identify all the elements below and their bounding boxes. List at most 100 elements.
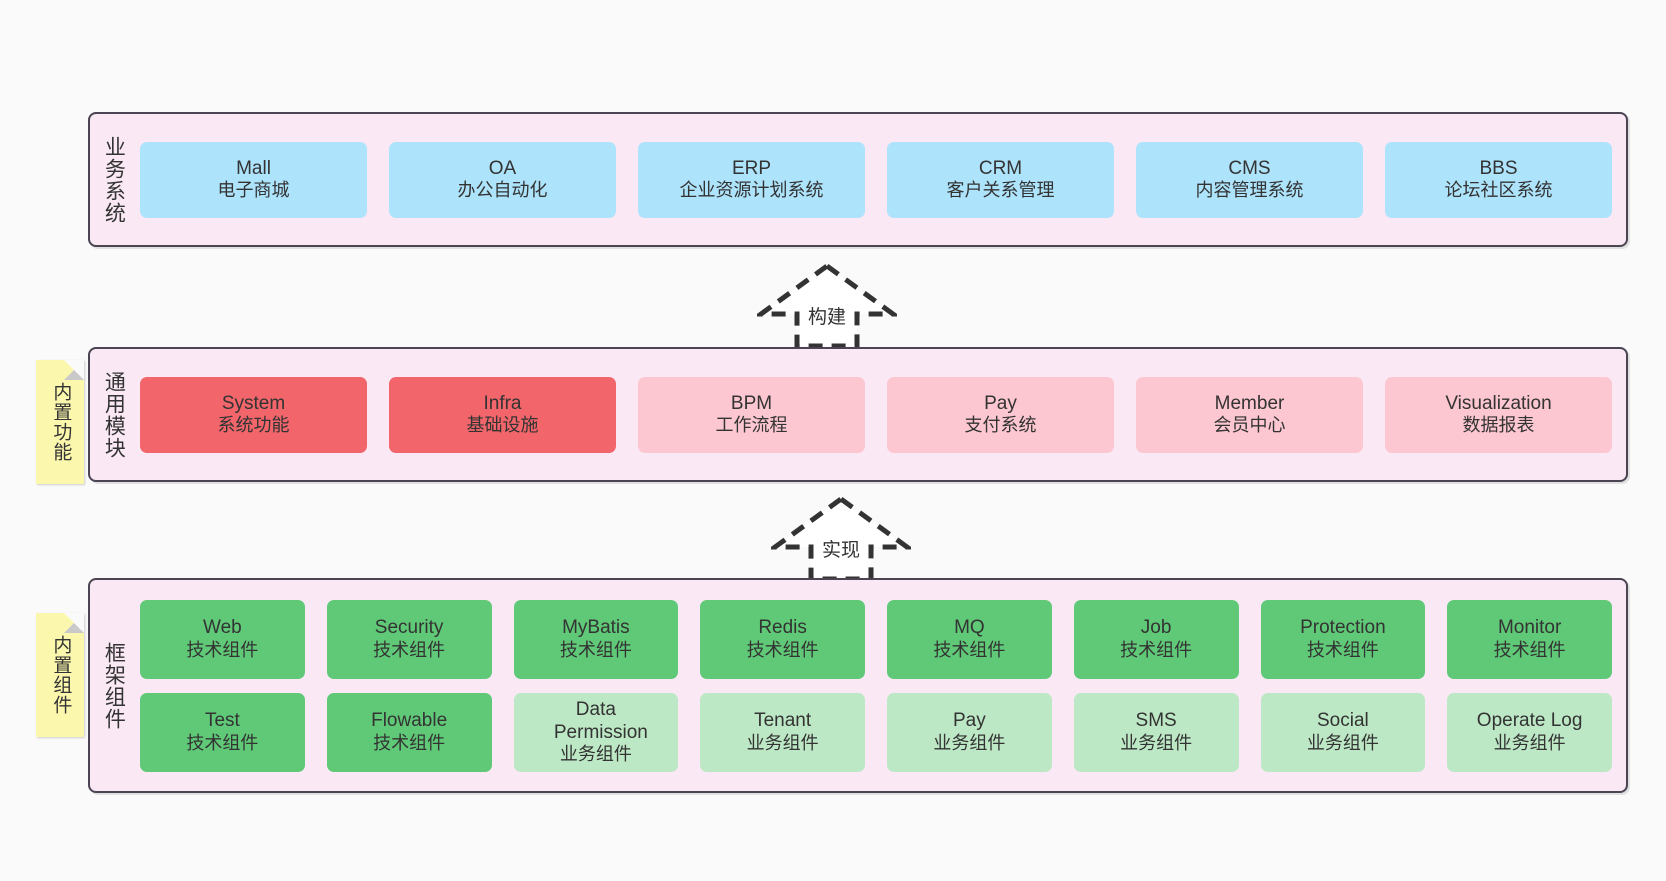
card-subtitle: 技术组件 [373, 732, 446, 753]
card-title: CRM [978, 157, 1023, 179]
card-title: Flowable [371, 710, 448, 732]
layer-business-system[interactable]: 业务系统 Mall 电子商城 OA 办公自动化 ERP 企业资源计划系统 CRM… [88, 112, 1628, 247]
card-title: Pay [984, 392, 1017, 414]
card-title: Protection [1300, 617, 1386, 639]
card-protection[interactable]: Protection 技术组件 [1260, 599, 1426, 679]
connector-build: 构建 [753, 262, 901, 349]
card-web[interactable]: Web 技术组件 [140, 599, 305, 679]
card-title: Redis [758, 617, 807, 639]
card-pay-module[interactable]: Pay 支付系统 [887, 376, 1114, 453]
card-flowable[interactable]: Flowable 技术组件 [326, 692, 492, 772]
card-bpm[interactable]: BPM 工作流程 [638, 376, 865, 453]
connector-implement-label: 实现 [821, 540, 861, 561]
card-title: CMS [1228, 157, 1271, 179]
card-subtitle: 技术组件 [186, 732, 259, 753]
card-subtitle: 业务组件 [559, 744, 632, 765]
card-subtitle: 基础设施 [466, 415, 539, 436]
card-mq[interactable]: MQ 技术组件 [887, 599, 1052, 679]
card-title: Monitor [1497, 617, 1562, 639]
card-subtitle: 客户关系管理 [946, 180, 1055, 201]
card-subtitle: 系统功能 [217, 415, 290, 436]
card-visualization[interactable]: Visualization 数据报表 [1385, 376, 1612, 453]
note-builtin-component-label: 内置组件 [50, 635, 72, 715]
card-system[interactable]: System 系统功能 [140, 376, 367, 453]
card-title: SMS [1135, 710, 1177, 732]
card-subtitle: 业务组件 [746, 732, 819, 753]
card-cms[interactable]: CMS 内容管理系统 [1136, 141, 1363, 218]
card-operate-log[interactable]: Operate Log 业务组件 [1447, 692, 1612, 772]
connector-implement: 实现 [767, 495, 915, 582]
card-pay-component[interactable]: Pay 业务组件 [887, 692, 1052, 772]
card-title: Test [204, 710, 240, 732]
note-builtin-component[interactable]: 内置组件 [36, 613, 84, 737]
implement-arrow-icon [767, 495, 915, 582]
card-member[interactable]: Member 会员中心 [1136, 376, 1363, 453]
card-subtitle: 业务组件 [1306, 732, 1379, 753]
card-subtitle: 技术组件 [1493, 639, 1566, 660]
card-infra[interactable]: Infra 基础设施 [389, 376, 616, 453]
card-title: MyBatis [562, 617, 630, 639]
layer-framework-component[interactable]: 框架组件 Web 技术组件 Security 技术组件 MyBatis 技术组件… [88, 578, 1628, 793]
card-subtitle: 工作流程 [715, 415, 788, 436]
card-subtitle: 数据报表 [1462, 415, 1535, 436]
card-title: MQ [954, 617, 985, 639]
layer-body-business-system: Mall 电子商城 OA 办公自动化 ERP 企业资源计划系统 CRM 客户关系… [136, 114, 1626, 245]
layer-title-common-module: 通用模块 [102, 370, 126, 459]
card-test[interactable]: Test 技术组件 [140, 692, 305, 772]
card-subtitle: 技术组件 [1120, 639, 1193, 660]
card-title: Operate Log [1476, 710, 1583, 732]
card-security[interactable]: Security 技术组件 [326, 599, 492, 679]
card-title: BBS [1479, 157, 1518, 179]
card-subtitle: 业务组件 [933, 732, 1006, 753]
card-sms[interactable]: SMS 业务组件 [1073, 692, 1239, 772]
card-subtitle: 业务组件 [1493, 732, 1566, 753]
card-subtitle: 技术组件 [186, 639, 259, 660]
card-title: Visualization [1445, 392, 1552, 414]
layer-body-framework-component: Web 技术组件 Security 技术组件 MyBatis 技术组件 Redi… [136, 580, 1626, 791]
card-row: Test 技术组件 Flowable 技术组件 Data Permission … [140, 692, 1612, 772]
card-mall[interactable]: Mall 电子商城 [140, 141, 367, 218]
card-title: OA [488, 157, 517, 179]
build-arrow-icon [753, 262, 901, 349]
card-data-permission[interactable]: Data Permission 业务组件 [513, 692, 679, 772]
layer-title-business-system: 业务系统 [102, 135, 126, 224]
card-redis[interactable]: Redis 技术组件 [700, 599, 865, 679]
card-title: Infra [483, 392, 522, 414]
connector-build-label: 构建 [807, 307, 847, 328]
card-social[interactable]: Social 业务组件 [1260, 692, 1426, 772]
card-monitor[interactable]: Monitor 技术组件 [1447, 599, 1612, 679]
card-tenant[interactable]: Tenant 业务组件 [700, 692, 865, 772]
card-subtitle: 论坛社区系统 [1444, 180, 1553, 201]
card-title: Tenant [754, 710, 812, 732]
card-job[interactable]: Job 技术组件 [1073, 599, 1239, 679]
card-title: Security [374, 617, 444, 639]
card-title: Member [1214, 392, 1285, 414]
card-title: Data Permission [553, 698, 648, 744]
card-mybatis[interactable]: MyBatis 技术组件 [513, 599, 679, 679]
card-erp[interactable]: ERP 企业资源计划系统 [638, 141, 865, 218]
card-subtitle: 技术组件 [746, 639, 819, 660]
card-oa[interactable]: OA 办公自动化 [389, 141, 616, 218]
card-subtitle: 企业资源计划系统 [679, 180, 824, 201]
card-title: Web [203, 617, 242, 639]
layer-title-framework-component: 框架组件 [102, 641, 126, 730]
card-title: Social [1317, 710, 1369, 732]
layer-common-module[interactable]: 通用模块 System 系统功能 Infra 基础设施 BPM 工作流程 Pay… [88, 347, 1628, 482]
card-title: Mall [236, 157, 271, 179]
card-subtitle: 技术组件 [1306, 639, 1379, 660]
card-row: Web 技术组件 Security 技术组件 MyBatis 技术组件 Redi… [140, 599, 1612, 679]
card-subtitle: 内容管理系统 [1195, 180, 1304, 201]
card-subtitle: 办公自动化 [457, 180, 548, 201]
card-title: Job [1140, 617, 1172, 639]
card-crm[interactable]: CRM 客户关系管理 [887, 141, 1114, 218]
note-builtin-function[interactable]: 内置功能 [36, 360, 84, 484]
card-subtitle: 电子商城 [217, 180, 290, 201]
layer-body-common-module: System 系统功能 Infra 基础设施 BPM 工作流程 Pay 支付系统… [136, 349, 1626, 480]
card-title: Pay [953, 710, 986, 732]
card-title: System [221, 392, 286, 414]
note-builtin-function-label: 内置功能 [50, 382, 72, 462]
card-title: BPM [730, 392, 773, 414]
card-subtitle: 支付系统 [964, 415, 1037, 436]
card-bbs[interactable]: BBS 论坛社区系统 [1385, 141, 1612, 218]
